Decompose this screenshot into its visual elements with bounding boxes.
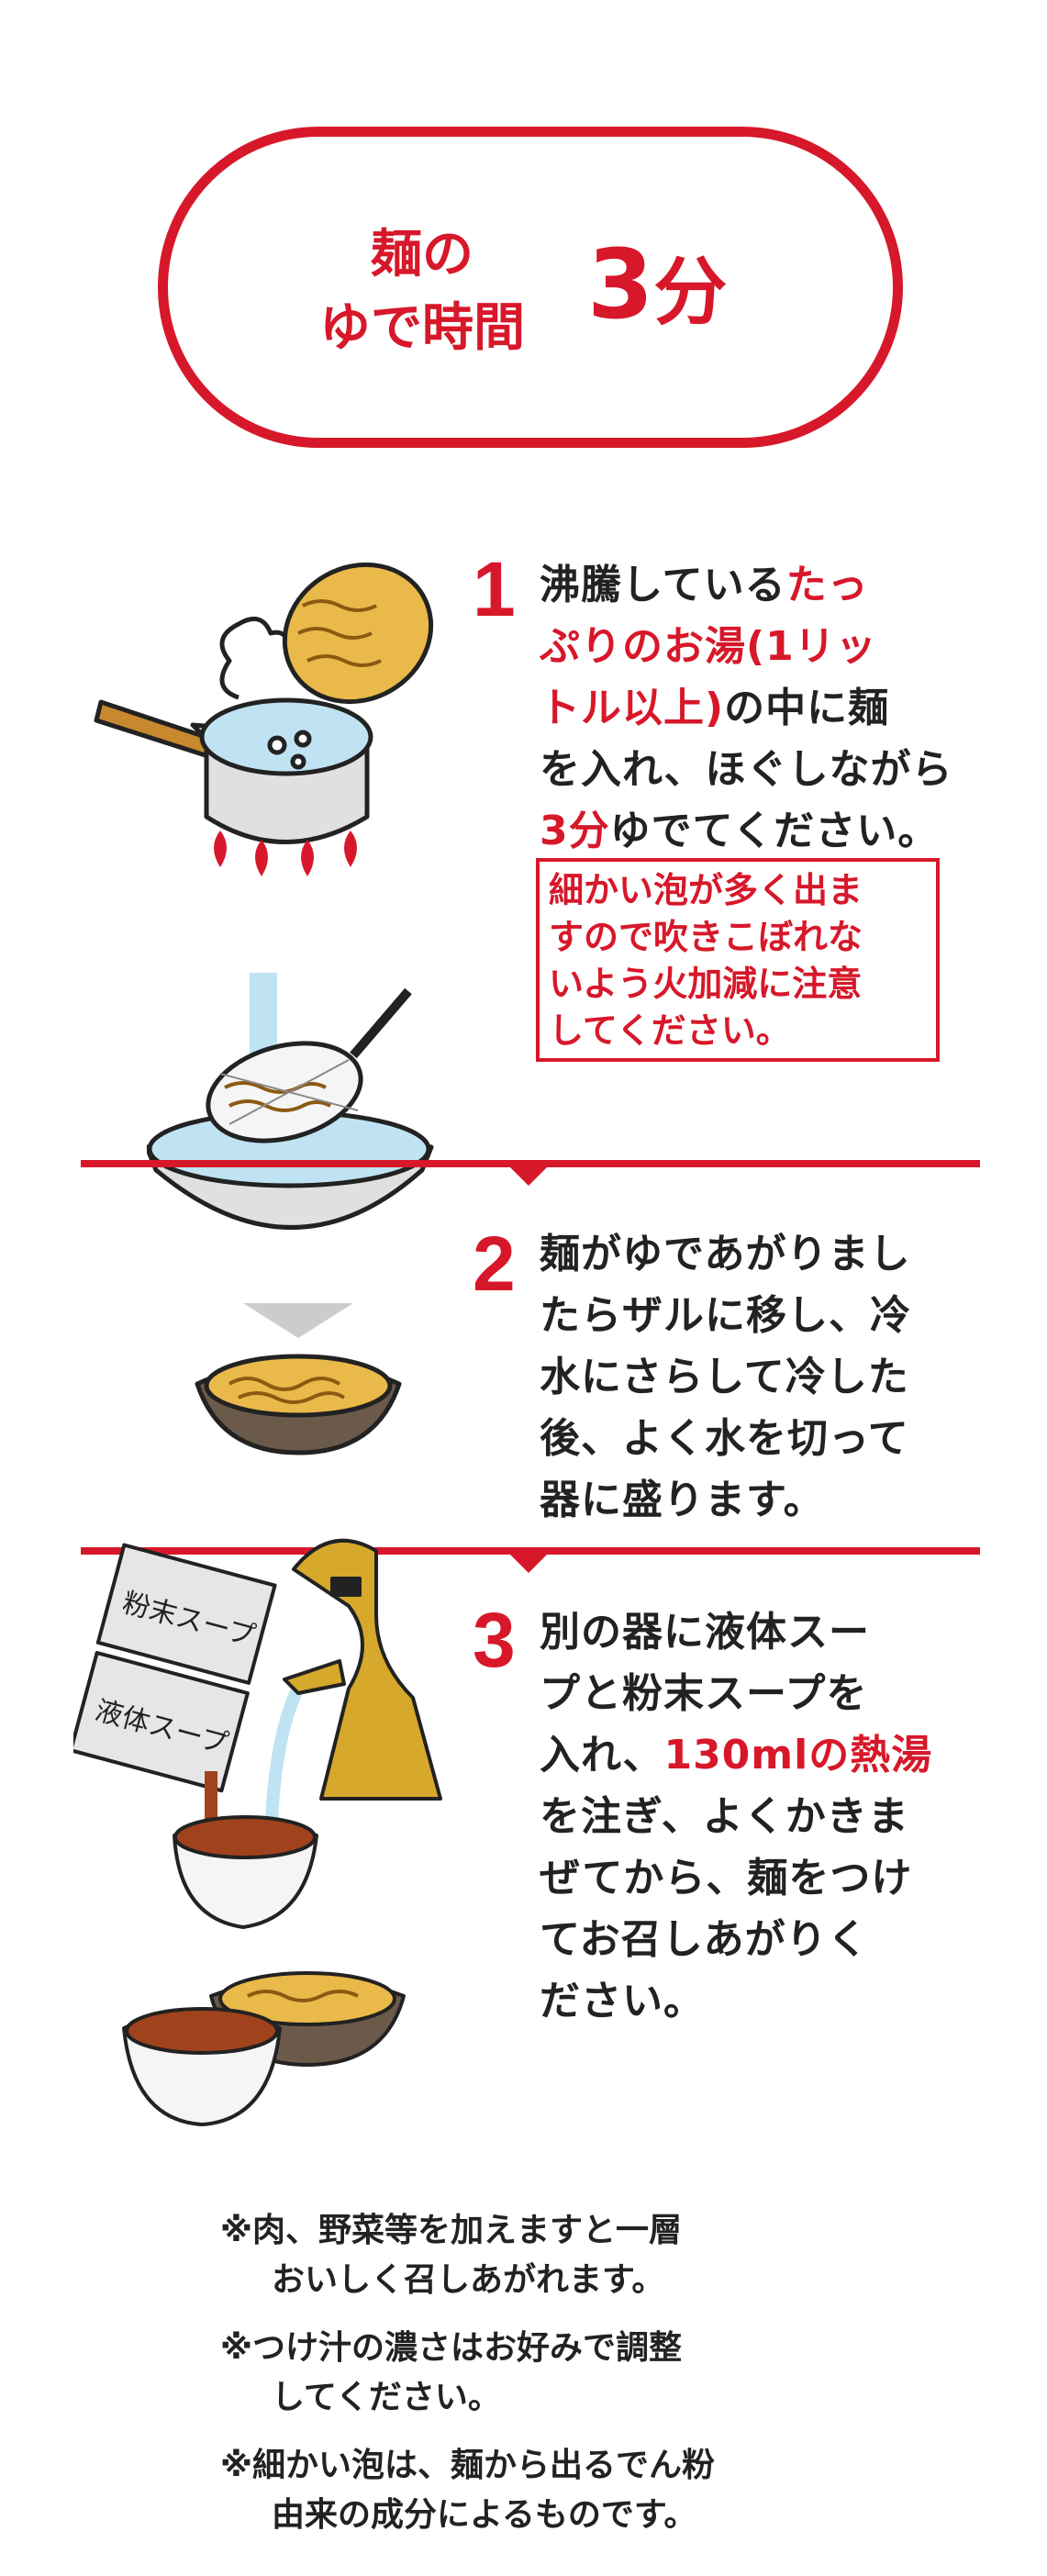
instruction-text: の中に麺 (724, 685, 890, 731)
boil-time-label-line2: ゆで時間 (319, 298, 525, 358)
boil-over-warning-box: 細かい泡が多く出ま すので吹きこぼれな いよう火加減に注意 してください。 (536, 858, 940, 1062)
instruction-line: ぷりのお湯(1リッ (540, 616, 952, 677)
instruction-line: たらザルに移し、冷 (540, 1285, 911, 1346)
instruction-text: 器に盛ります。 (540, 1477, 825, 1523)
divider-notch (508, 1165, 549, 1186)
instruction-text: 入れ、 (540, 1732, 664, 1779)
instruction-line: トル以上)の中に麺 (540, 677, 952, 739)
instruction-text: を入れ、ほぐしながら (540, 746, 953, 793)
step-2-instructions: 麺がゆであがりましたらザルに移し、冷水にさらして冷した後、よく水を切って器に盛り… (540, 1223, 911, 1531)
soup-preparation-illustration: 粉末スープ 液体スープ (73, 1538, 442, 2126)
highlighted-text: ぷりのお湯(1リッ (540, 623, 877, 670)
boil-time-label: 麺の ゆで時間 (275, 218, 569, 365)
section-divider (81, 1547, 980, 1555)
highlighted-text: トル以上) (540, 685, 725, 731)
boil-time-label-line1: 麺の (371, 225, 473, 284)
instruction-line: を注ぎ、よくかきま (540, 1786, 932, 1847)
instruction-text: 水にさらして冷した (540, 1354, 909, 1400)
instruction-text: 後、よく水を切って (540, 1415, 909, 1462)
boil-time-banner (158, 127, 903, 448)
warning-line: してください。 (549, 1010, 791, 1051)
instruction-line: ださい。 (540, 1970, 932, 2032)
instruction-text: ゆでてください。 (609, 808, 940, 854)
instruction-text: たらザルに移し、冷 (540, 1292, 911, 1339)
divider-notch (508, 1553, 549, 1573)
highlighted-text: たっ (785, 562, 869, 608)
boil-time-value: 3分 (587, 229, 881, 348)
pot-boiling-illustration (94, 562, 434, 876)
noodle-plate-illustration (195, 1354, 402, 1455)
warning-line: すので吹きこぼれな (549, 917, 863, 957)
warning-line: 細かい泡が多く出ま (549, 870, 863, 910)
instruction-line: 器に盛ります。 (540, 1469, 911, 1531)
instruction-line: を入れ、ほぐしながら (540, 739, 952, 800)
instruction-line: 麺がゆであがりまし (540, 1223, 911, 1285)
instruction-line: 別の器に液体スー (540, 1601, 932, 1663)
instruction-text: を注ぎ、よくかきま (540, 1793, 909, 1840)
step-3-instructions: 別の器に液体スープと粉末スープを入れ、130mlの熱湯を注ぎ、よくかきまぜてから… (540, 1601, 932, 2032)
note-starch-foam: ※細かい泡は、麺から出るでん粉 由来の成分によるものです。 (220, 2441, 715, 2540)
note-line: ※細かい泡は、麺から出るでん粉 (220, 2447, 715, 2484)
highlighted-text: 130mlの熱湯 (663, 1732, 933, 1779)
instruction-text: ださい。 (540, 1978, 705, 2024)
instruction-text: 沸騰している (540, 562, 786, 608)
instruction-line: 後、よく水を切って (540, 1408, 911, 1469)
section-divider (81, 1160, 980, 1167)
instruction-line: てお召しあがりく (540, 1909, 932, 1970)
instruction-line: 3分ゆでてください。 (540, 800, 952, 862)
note-line: 由来の成分によるものです。 (272, 2496, 697, 2534)
instruction-text: ぜてから、麺をつけ (540, 1855, 913, 1901)
instruction-line: 入れ、130mlの熱湯 (540, 1724, 932, 1786)
note-line: してください。 (272, 2379, 501, 2416)
instruction-line: プと粉末スープを (540, 1663, 932, 1724)
note-adjust-strength: ※つけ汁の濃さはお好みで調整 してください。 (220, 2324, 682, 2423)
note-add-toppings: ※肉、野菜等を加えますと一層 おいしく召しあがれます。 (220, 2206, 682, 2305)
instruction-line: ぜてから、麺をつけ (540, 1847, 932, 1909)
highlighted-text: 3分 (540, 808, 610, 854)
instruction-text: プと粉末スープを (540, 1670, 868, 1717)
step-2-number: 2 (473, 1221, 516, 1307)
down-arrow-icon (243, 1303, 353, 1338)
strainer-bowl-illustration (147, 973, 434, 1230)
instruction-line: 沸騰しているたっ (540, 554, 952, 616)
note-line: ※つけ汁の濃さはお好みで調整 (220, 2329, 682, 2367)
instruction-line: 水にさらして冷した (540, 1346, 911, 1408)
boil-time-unit: 分 (653, 250, 728, 335)
step-1-number: 1 (473, 546, 516, 632)
instruction-text: 麺がゆであがりまし (540, 1231, 911, 1277)
note-line: ※肉、野菜等を加えますと一層 (220, 2212, 682, 2249)
warning-line: いよう火加減に注意 (549, 964, 863, 1004)
step-3-number: 3 (473, 1597, 516, 1683)
instruction-text: 別の器に液体スー (540, 1609, 870, 1656)
note-line: おいしく召しあがれます。 (272, 2261, 665, 2299)
boil-time-number: 3 (587, 229, 654, 340)
instruction-text: てお召しあがりく (540, 1916, 869, 1963)
